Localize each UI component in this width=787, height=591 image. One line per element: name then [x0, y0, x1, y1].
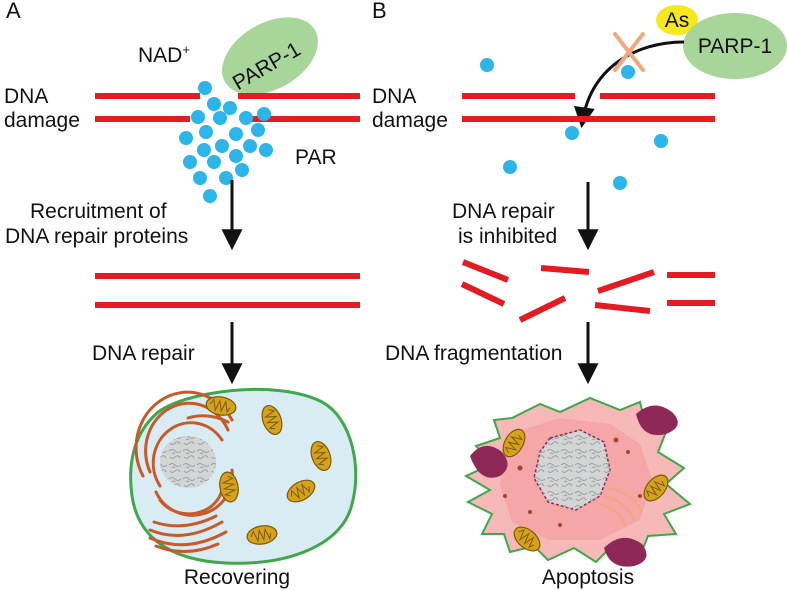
par-dot-icon: [203, 189, 217, 203]
outcome-a-label: Recovering: [184, 566, 290, 589]
par-dot-icon: [191, 110, 205, 124]
inhibition-cross-icon: [613, 32, 645, 72]
panel-b: B As PARP-1 DNA damage: [372, 0, 787, 589]
par-dot-icon: [259, 143, 273, 157]
par-label: PAR: [295, 146, 337, 169]
dna-damage-label-b-line1: DNA: [372, 85, 416, 108]
step-b2-label: DNA fragmentation: [385, 342, 562, 365]
apoptotic-cell: [463, 396, 692, 564]
nucleus-icon: [160, 436, 216, 488]
apoptotic-body-icon: [470, 405, 678, 567]
nucleus-icon: [533, 429, 611, 511]
par-dot-icon: [199, 125, 213, 139]
panel-a: A NAD+ PARP-1 DNA damage PAR Recruitment…: [4, 0, 360, 589]
mitochondria-a: [205, 396, 332, 545]
step-a1-line1: Recruitment of: [30, 200, 167, 223]
par-dot-icon: [197, 143, 211, 157]
par-dot-icon: [179, 131, 193, 145]
dna-damage-label-a-line2: damage: [4, 109, 80, 132]
mitochondrion-icon: [643, 474, 669, 502]
panel-b-letter: B: [372, 0, 387, 23]
par-dot-icon: [223, 101, 237, 115]
golgi-icon: [599, 487, 643, 527]
mitochondrion-icon: [286, 479, 316, 503]
par-dot-icon: [193, 171, 207, 185]
par-dot-icon: [239, 111, 253, 125]
par-dot-icon: [183, 155, 197, 169]
mitochondrion-icon: [205, 396, 237, 416]
nad-label: NAD+: [138, 42, 190, 67]
mitochondria-b: [502, 428, 669, 552]
dna-damage-label-a-line1: DNA: [4, 85, 48, 108]
repaired-dna-strands: [95, 273, 360, 308]
mitochondrion-icon: [513, 526, 541, 552]
step-a1-line2: DNA repair proteins: [5, 225, 188, 248]
par-dot-icon: [257, 107, 271, 121]
par-dot-icon: [243, 139, 257, 153]
mitochondrion-icon: [502, 428, 526, 458]
fragmented-dna: [460, 259, 715, 323]
par-dot-icon: [207, 97, 221, 111]
mitochondrion-icon: [261, 404, 283, 436]
mitochondrion-icon: [246, 525, 278, 545]
dna-damage-label-b-line2: damage: [372, 109, 448, 132]
par-dot-icon: [235, 163, 249, 177]
par-dot-icon: [219, 171, 233, 185]
arsenic-icon: As: [656, 5, 698, 35]
step-b1-line1: DNA repair: [452, 200, 555, 223]
parp1-label-b: PARP-1: [698, 35, 772, 58]
par-dot-icon: [215, 139, 229, 153]
golgi-icon: [134, 390, 234, 554]
par-dot-icon: [207, 155, 221, 169]
par-dot-icon: [229, 149, 243, 163]
free-par-dots: [480, 58, 668, 190]
par-dot-icon: [198, 81, 212, 95]
panel-a-letter: A: [6, 0, 21, 23]
outcome-b-label: Apoptosis: [542, 566, 634, 589]
step-b1-line2: is inhibited: [458, 225, 557, 248]
healthy-cell: [129, 387, 358, 565]
as-label: As: [665, 9, 690, 32]
mitochondrion-icon: [310, 440, 332, 472]
cell-debris: [503, 437, 642, 527]
damaged-dna-strands-b: [462, 93, 715, 122]
parp1-enzyme-icon: PARP-1: [683, 13, 787, 79]
step-a2-label: DNA repair: [92, 342, 195, 365]
par-dot-icon: [251, 123, 265, 137]
mitochondrion-icon: [219, 471, 239, 503]
par-chain-icon: [179, 81, 273, 203]
blocked-recruitment-arrow: [573, 40, 685, 129]
par-dot-icon: [229, 127, 243, 141]
par-dot-icon: [213, 111, 227, 125]
